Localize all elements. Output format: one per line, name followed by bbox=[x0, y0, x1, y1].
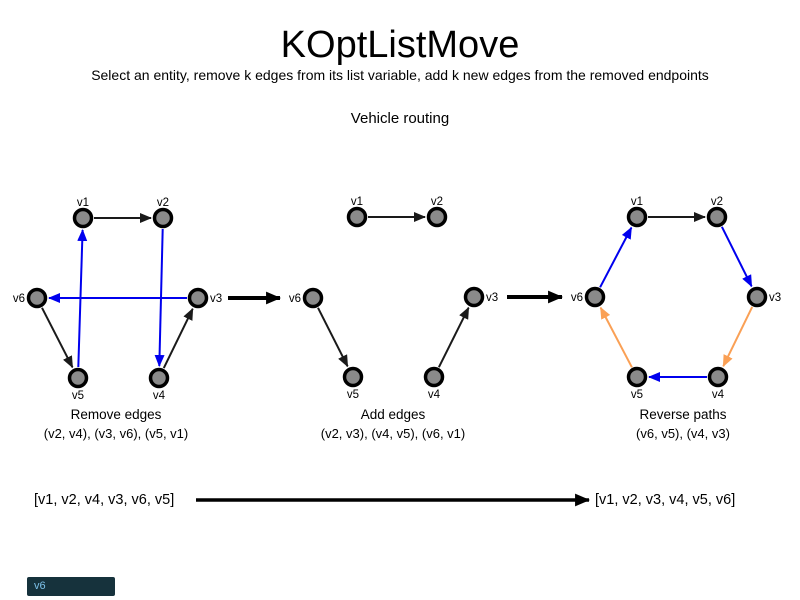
node-label-remove-v1: v1 bbox=[77, 197, 89, 209]
context-label: Vehicle routing bbox=[350, 110, 450, 127]
graph-reverse: v1 v2 v6 v3 v5 v4 bbox=[571, 196, 781, 401]
node-add-v6 bbox=[302, 287, 324, 309]
node-label-reverse-v5: v5 bbox=[631, 389, 643, 401]
node-reverse-v1 bbox=[626, 206, 648, 228]
caption-remove-title: Remove edges bbox=[70, 407, 162, 422]
graph-remove: v1 v2 v6 v3 v5 v4 bbox=[13, 197, 222, 402]
graphs-layer: v1 v2 v6 v3 v5 v4 v1 v2 v6 v3 v5 v4 v1 v2 v6 v3 v5 v4 bbox=[13, 196, 781, 402]
edge-remove-v5-v1 bbox=[77, 229, 88, 368]
node-remove-v1 bbox=[72, 207, 94, 229]
edge-add-v4-v3 bbox=[438, 306, 470, 368]
page-title: KOptListMove bbox=[280, 24, 520, 66]
node-label-reverse-v6: v6 bbox=[571, 292, 583, 304]
node-label-add-v5: v5 bbox=[347, 389, 359, 401]
edge-reverse-v2-v3 bbox=[721, 226, 753, 288]
node-label-reverse-v3: v3 bbox=[769, 292, 781, 304]
node-label-remove-v4: v4 bbox=[153, 390, 166, 402]
caption-add-edges: Add edges (v2, v3), (v4, v5), (v6, v1) bbox=[243, 405, 543, 443]
node-add-v1 bbox=[346, 206, 368, 228]
node-add-v5 bbox=[342, 366, 364, 388]
node-label-reverse-v4: v4 bbox=[712, 389, 725, 401]
graph-add: v1 v2 v6 v3 v5 v4 bbox=[289, 196, 498, 401]
node-label-add-v4: v4 bbox=[428, 389, 441, 401]
node-label-remove-v6: v6 bbox=[13, 293, 25, 305]
node-reverse-v6 bbox=[584, 286, 606, 308]
node-remove-v6 bbox=[26, 287, 48, 309]
page-subtitle: Select an entity, remove k edges from it… bbox=[91, 67, 709, 83]
edge-remove-v6-v5 bbox=[41, 307, 74, 369]
node-add-v2 bbox=[426, 206, 448, 228]
edge-reverse-v5-v6 bbox=[599, 306, 633, 368]
node-label-add-v3: v3 bbox=[486, 292, 498, 304]
caption-remove-edges: Remove edges (v2, v4), (v3, v6), (v5, v1… bbox=[0, 405, 266, 443]
node-label-remove-v3: v3 bbox=[210, 293, 222, 305]
caption-reverse-detail: (v6, v5), (v4, v3) bbox=[636, 426, 730, 441]
sequence-after: [v1, v2, v3, v4, v5, v6] bbox=[595, 492, 736, 508]
node-label-remove-v5: v5 bbox=[72, 390, 84, 402]
edge-add-v6-v5 bbox=[317, 307, 349, 368]
caption-reverse-title: Reverse paths bbox=[639, 407, 727, 422]
node-add-v4 bbox=[423, 366, 445, 388]
node-remove-v4 bbox=[148, 367, 170, 389]
caption-reverse-paths: Reverse paths (v6, v5), (v4, v3) bbox=[533, 405, 800, 443]
edge-remove-v4-v3 bbox=[162, 307, 194, 369]
node-reverse-v5 bbox=[626, 366, 648, 388]
sequence-before: [v1, v2, v4, v3, v6, v5] bbox=[34, 492, 175, 508]
node-reverse-v3 bbox=[746, 286, 768, 308]
node-label-reverse-v2: v2 bbox=[711, 196, 723, 208]
caption-remove-detail: (v2, v4), (v3, v6), (v5, v1) bbox=[43, 426, 189, 441]
transition-arrows-layer bbox=[196, 290, 591, 507]
node-label-add-v1: v1 bbox=[351, 196, 363, 208]
caption-add-detail: (v2, v3), (v4, v5), (v6, v1) bbox=[320, 426, 466, 441]
status-overlay: v6 bbox=[27, 577, 115, 596]
node-remove-v5 bbox=[67, 367, 89, 389]
edge-reverse-v3-v4 bbox=[722, 306, 754, 368]
caption-add-title: Add edges bbox=[360, 407, 426, 422]
node-label-add-v6: v6 bbox=[289, 293, 301, 305]
node-label-remove-v2: v2 bbox=[157, 197, 169, 209]
node-remove-v3 bbox=[187, 287, 209, 309]
node-add-v3 bbox=[463, 286, 485, 308]
node-reverse-v4 bbox=[707, 366, 729, 388]
node-reverse-v2 bbox=[706, 206, 728, 228]
edge-reverse-v6-v1 bbox=[599, 226, 633, 288]
node-remove-v2 bbox=[152, 207, 174, 229]
node-label-reverse-v1: v1 bbox=[631, 196, 643, 208]
node-label-add-v2: v2 bbox=[431, 196, 443, 208]
